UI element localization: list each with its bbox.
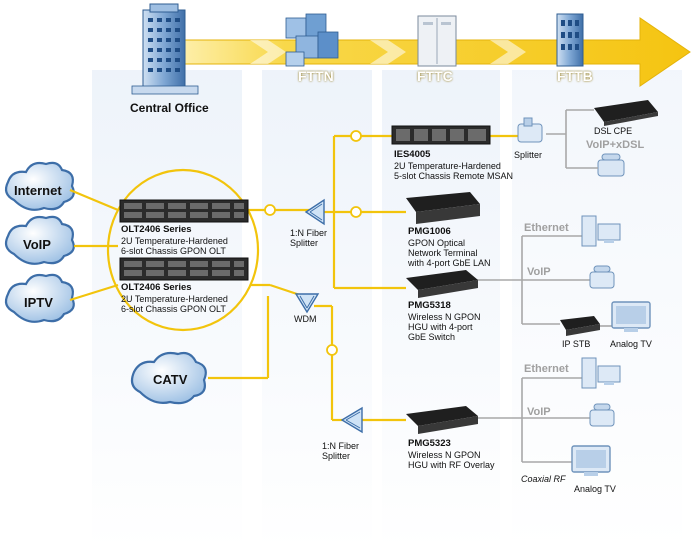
voip-label-1: VoIP — [527, 266, 551, 278]
splitter-bottom-line2: Splitter — [322, 451, 351, 462]
pmg1006-line3: with 4-port GbE LAN — [408, 257, 491, 268]
splitter-top-label: 1:N Fiber Splitter — [290, 228, 327, 248]
dsl-cpe-label: DSL CPE — [594, 126, 633, 136]
pmg5318-name: PMG5318 — [408, 300, 451, 311]
analog-tv-icon-2 — [571, 445, 611, 476]
voip-cloud-icon — [4, 215, 75, 265]
dsl-splitter-label: Splitter — [514, 150, 543, 160]
arrow-chevrons — [250, 40, 526, 64]
voip-xdsl-label: VoIP+xDSL — [586, 139, 645, 151]
pmg1006-device-icon — [406, 192, 480, 224]
pmg1006-line1: GPON Optical — [408, 237, 466, 248]
pmg5323-line2: HGU with RF Overlay — [408, 459, 495, 470]
stage-label-fttc: FTTC — [417, 68, 453, 84]
central-office-building-icon — [131, 3, 199, 95]
splitter-top-icon — [304, 198, 325, 226]
ip-stb-label: IP STB — [562, 339, 591, 349]
olt-1-name: OLT2406 Series — [121, 224, 192, 235]
copper-links — [474, 109, 612, 463]
olt-highlight-ring — [106, 168, 260, 332]
ethernet-label-2: Ethernet — [524, 363, 569, 375]
fttn-building-icon — [285, 13, 339, 67]
pmg5318-device-icon — [406, 270, 478, 298]
pmg5323-line1: Wireless N GPON — [408, 449, 481, 460]
olt-2-line1: 2U Temperature-Hardened — [121, 293, 228, 304]
dsl-splitter-icon — [517, 117, 543, 143]
olt-2-name: OLT2406 Series — [121, 282, 192, 293]
fttc-cabinet-icon — [417, 15, 457, 67]
stage-label-fttb: FTTB — [557, 68, 593, 84]
pmg1006-label: PMG1006 GPON Optical Network Terminal wi… — [408, 226, 491, 268]
fiber-connectors — [264, 130, 362, 356]
pc-icon-2 — [581, 357, 621, 389]
fttb-building-icon — [556, 13, 584, 67]
fiber-links — [69, 134, 520, 422]
pmg5318-line3: GbE Switch — [408, 331, 456, 342]
olt-2-label: OLT2406 Series 2U Temperature-Hardened 6… — [121, 282, 228, 314]
ies4005-chassis-icon — [391, 125, 491, 145]
splitter-bottom-line1: 1:N Fiber — [322, 441, 360, 451]
splitter-bottom-icon — [340, 406, 363, 434]
phone-icon-2 — [589, 265, 615, 289]
stage-label-fttn: FTTN — [298, 68, 334, 84]
analog-tv-icon-1 — [611, 301, 651, 332]
cloud-label-internet: Internet — [14, 183, 62, 198]
olt-1-line2: 6-slot Chassis GPON OLT — [121, 245, 226, 256]
catv-cloud-icon — [130, 351, 207, 405]
olt-1-line1: 2U Temperature-Hardened — [121, 235, 228, 246]
pmg5323-name: PMG5323 — [408, 438, 451, 449]
splitter-top-line2: Splitter — [290, 238, 319, 249]
pmg5318-label: PMG5318 Wireless N GPON HGU with 4-port … — [408, 300, 481, 342]
analog-tv-label-1: Analog TV — [610, 339, 652, 349]
ip-stb-icon — [560, 316, 600, 336]
voip-label-2: VoIP — [527, 406, 551, 418]
stage-columns — [92, 70, 682, 550]
dsl-cpe-icon — [594, 100, 658, 126]
cloud-label-iptv: IPTV — [24, 295, 53, 310]
wdm-icon — [294, 293, 320, 314]
olt-2-line2: 6-slot Chassis GPON OLT — [121, 303, 226, 314]
ies4005-label: IES4005 2U Temperature-Hardened 5-slot C… — [394, 149, 513, 181]
pmg1006-name: PMG1006 — [408, 226, 451, 237]
internet-cloud-icon — [4, 161, 75, 211]
olt-chassis-2-icon — [119, 257, 249, 281]
splitter-bottom-label: 1:N Fiber Splitter — [322, 441, 359, 461]
phone-icon-1 — [597, 153, 625, 177]
coaxial-rf-label: Coaxial RF — [521, 474, 566, 484]
iptv-cloud-icon — [4, 273, 75, 323]
pmg1006-line2: Network Terminal — [408, 247, 478, 258]
pmg5323-device-icon — [406, 406, 478, 434]
pmg5318-line2: HGU with 4-port — [408, 321, 473, 332]
pmg5323-label: PMG5323 Wireless N GPON HGU with RF Over… — [408, 438, 495, 470]
ies4005-line2: 5-slot Chassis Remote MSAN — [394, 170, 514, 181]
analog-tv-label-2: Analog TV — [574, 484, 616, 494]
ethernet-label-1: Ethernet — [524, 222, 569, 234]
pmg5318-line1: Wireless N GPON — [408, 311, 481, 322]
cloud-label-voip: VoIP — [23, 237, 51, 252]
wdm-label: WDM — [294, 314, 317, 324]
phone-icon-3 — [589, 403, 615, 427]
splitter-top-line1: 1:N Fiber — [290, 228, 328, 238]
cloud-label-catv: CATV — [153, 372, 188, 387]
ies4005-name: IES4005 — [394, 149, 431, 160]
olt-chassis-1-icon — [119, 199, 249, 223]
pc-icon-1 — [581, 215, 621, 247]
ies4005-line1: 2U Temperature-Hardened — [394, 160, 501, 171]
olt-1-label: OLT2406 Series 2U Temperature-Hardened 6… — [121, 224, 228, 256]
central-office-label: Central Office — [130, 101, 209, 115]
